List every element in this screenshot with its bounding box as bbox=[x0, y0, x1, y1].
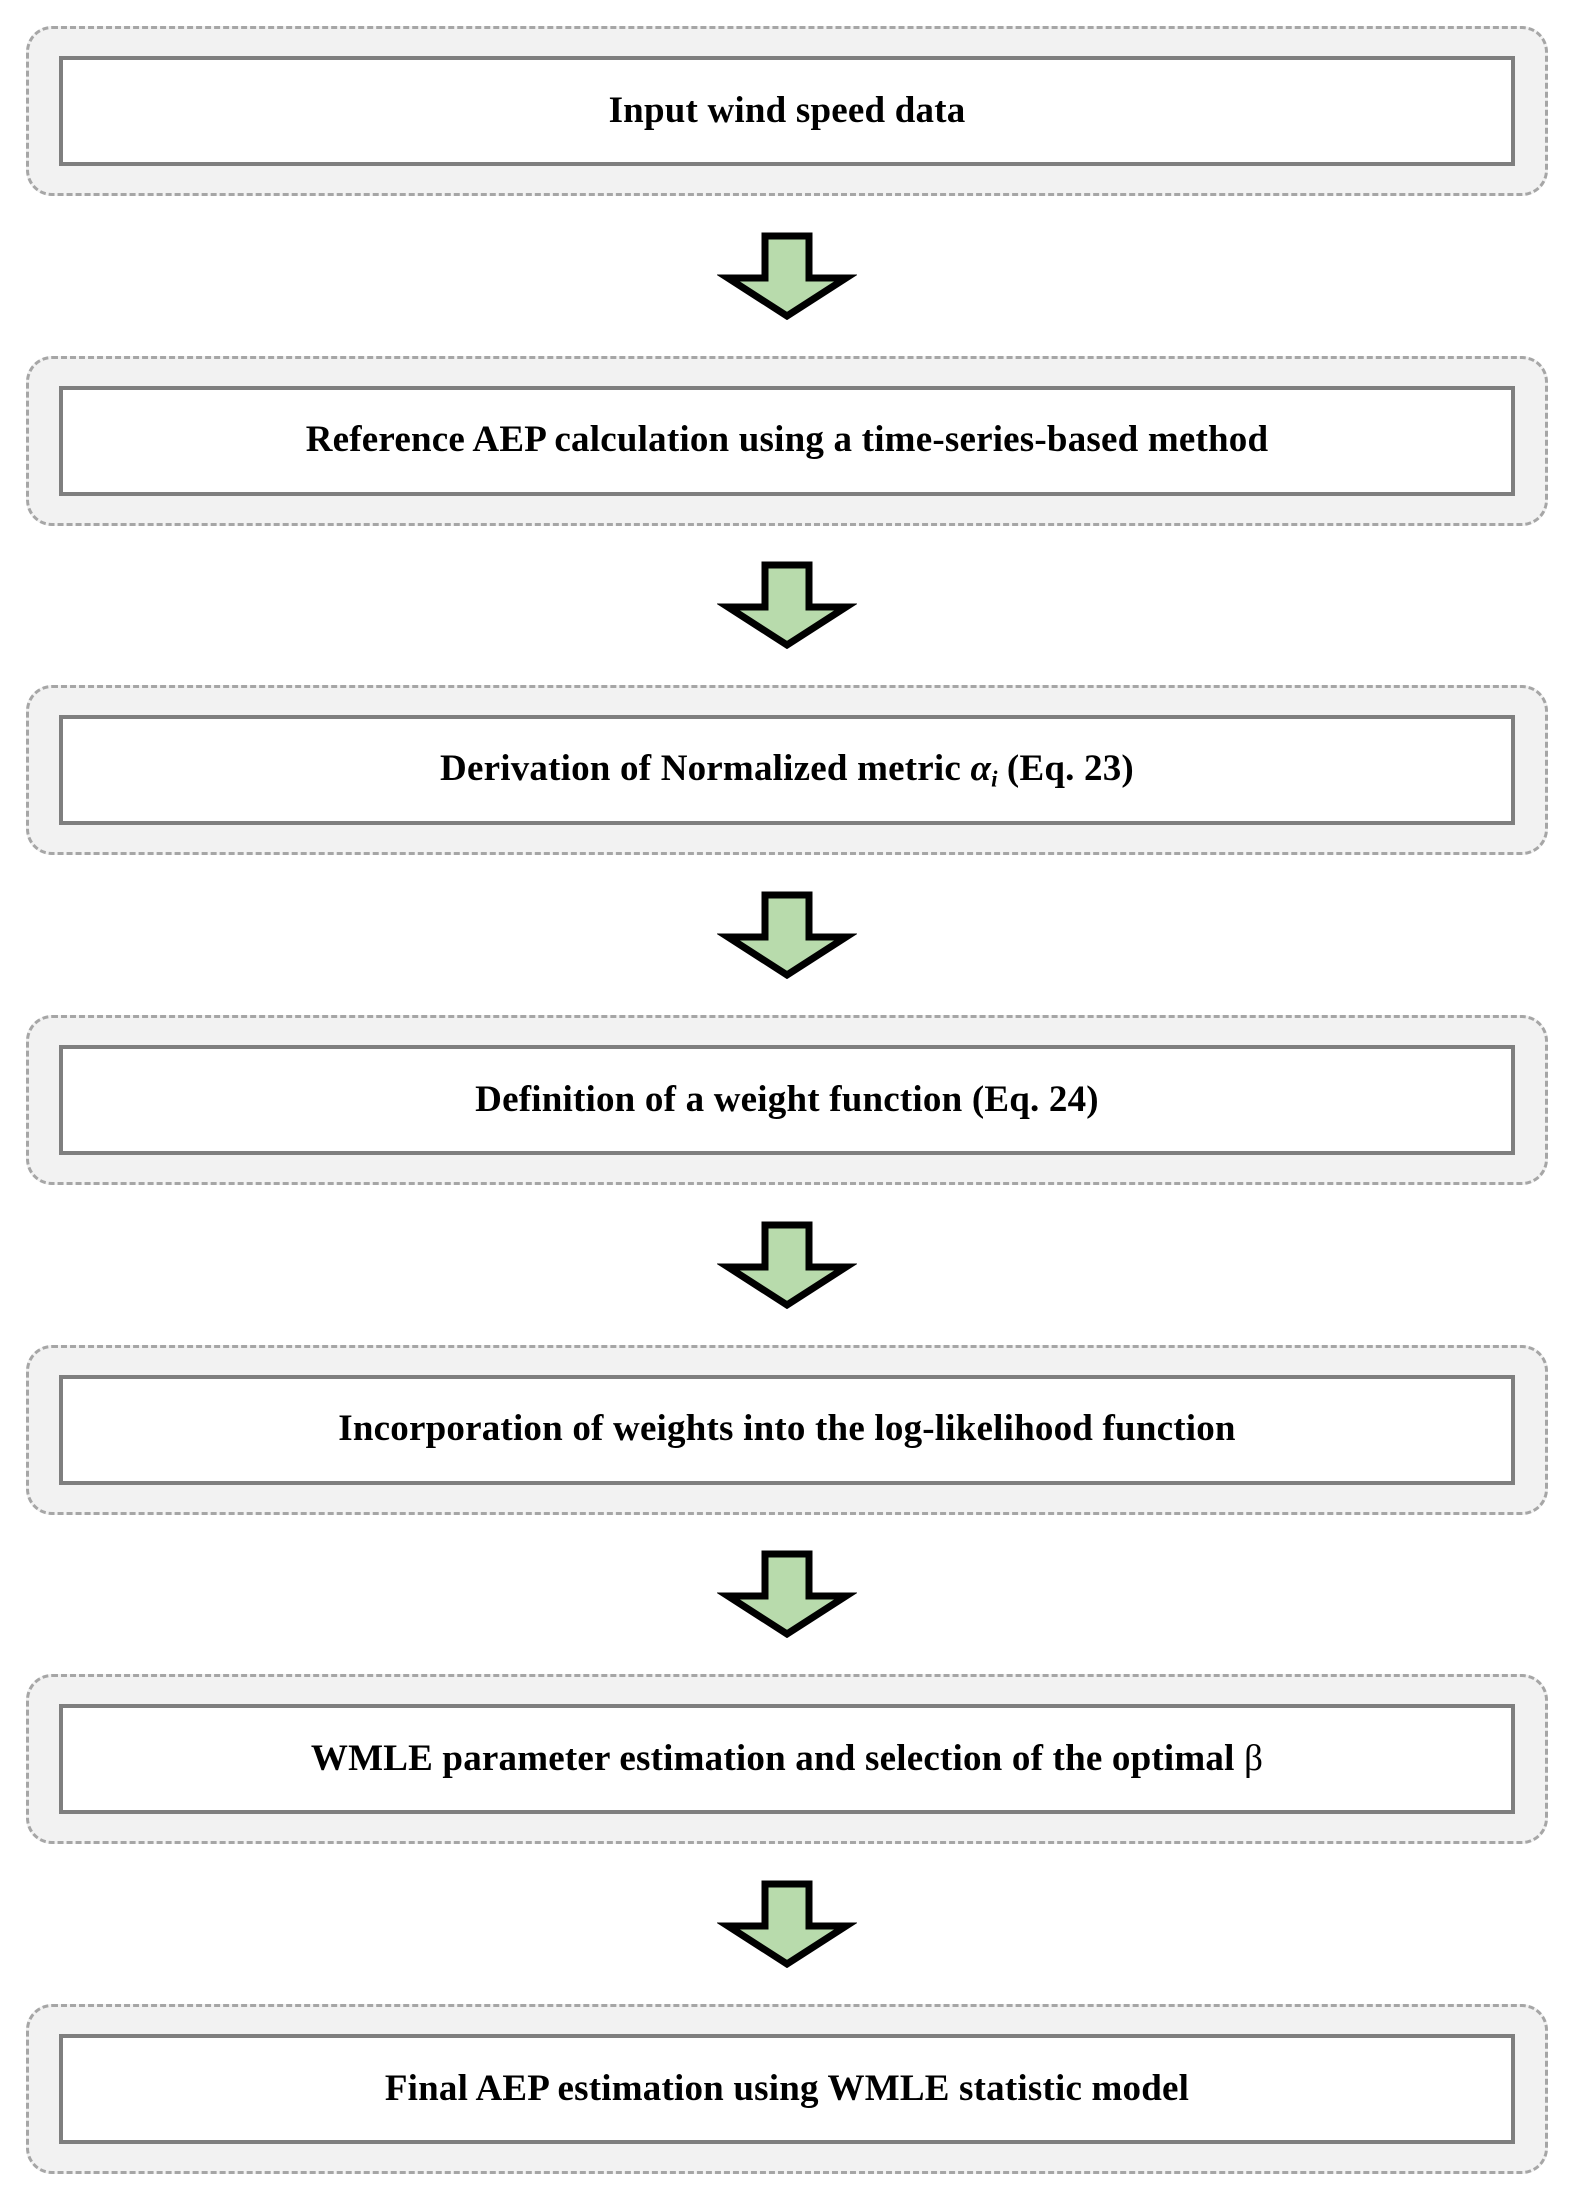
flow-step-definition-of-weight-function[interactable]: Definition of a weight function (Eq. 24) bbox=[26, 1014, 1548, 1185]
arrow-down-icon bbox=[717, 232, 857, 320]
flow-connector-4 bbox=[26, 1185, 1548, 1345]
label-suffix: (Eq. 23) bbox=[997, 747, 1134, 789]
label-prefix: Derivation of Normalized metric bbox=[440, 747, 971, 789]
arrow-down-icon bbox=[717, 561, 857, 650]
alpha-symbol: α bbox=[970, 747, 992, 789]
flow-step-label: Final AEP estimation using WMLE statisti… bbox=[384, 2067, 1190, 2109]
flow-connector-1 bbox=[26, 196, 1548, 356]
arrow-down-icon bbox=[717, 1550, 857, 1639]
flow-step-wmle-parameter-estimation[interactable]: WMLE parameter estimation and selection … bbox=[26, 1674, 1548, 1845]
arrow-down-icon bbox=[717, 891, 857, 980]
flow-connector-3 bbox=[26, 855, 1548, 1015]
beta-symbol: β bbox=[1244, 1738, 1264, 1779]
flow-connector-5 bbox=[26, 1515, 1548, 1675]
flow-step-box: Reference AEP calculation using a time-s… bbox=[59, 385, 1515, 496]
flow-step-label: Incorporation of weights into the log-li… bbox=[338, 1408, 1236, 1450]
flow-step-final-aep-estimation[interactable]: Final AEP estimation using WMLE statisti… bbox=[26, 2003, 1548, 2174]
flow-step-box: Final AEP estimation using WMLE statisti… bbox=[59, 2033, 1515, 2144]
flow-connector-2 bbox=[26, 526, 1548, 686]
flow-step-reference-aep-calculation[interactable]: Reference AEP calculation using a time-s… bbox=[26, 355, 1548, 526]
flow-step-box: Derivation of Normalized metric αi (Eq. … bbox=[59, 715, 1515, 826]
flow-step-label: Input wind speed data bbox=[608, 89, 966, 131]
flow-connector-6 bbox=[26, 1844, 1548, 2004]
arrow-down-icon bbox=[717, 1221, 857, 1309]
flow-step-label: Definition of a weight function (Eq. 24) bbox=[475, 1078, 1099, 1120]
flow-step-label: WMLE parameter estimation and selection … bbox=[297, 1738, 1277, 1781]
flow-step-input-wind-speed-data[interactable]: Input wind speed data bbox=[26, 26, 1548, 196]
flow-step-derivation-of-normalized-metric[interactable]: Derivation of Normalized metric αi (Eq. … bbox=[26, 685, 1548, 856]
flow-step-label: Derivation of Normalized metric αi (Eq. … bbox=[426, 748, 1148, 793]
flow-step-box: Definition of a weight function (Eq. 24) bbox=[59, 1044, 1515, 1155]
flow-step-box: Incorporation of weights into the log-li… bbox=[59, 1374, 1515, 1485]
flow-step-box: WMLE parameter estimation and selection … bbox=[59, 1704, 1515, 1815]
flow-step-label: Reference AEP calculation using a time-s… bbox=[305, 419, 1269, 461]
flow-step-incorporation-of-weights[interactable]: Incorporation of weights into the log-li… bbox=[26, 1344, 1548, 1515]
alpha-subscript: i bbox=[991, 766, 998, 792]
arrow-down-icon bbox=[717, 1880, 857, 1969]
label-prefix: WMLE parameter estimation and selection … bbox=[310, 1738, 1245, 1779]
flow-step-box: Input wind speed data bbox=[59, 56, 1515, 166]
